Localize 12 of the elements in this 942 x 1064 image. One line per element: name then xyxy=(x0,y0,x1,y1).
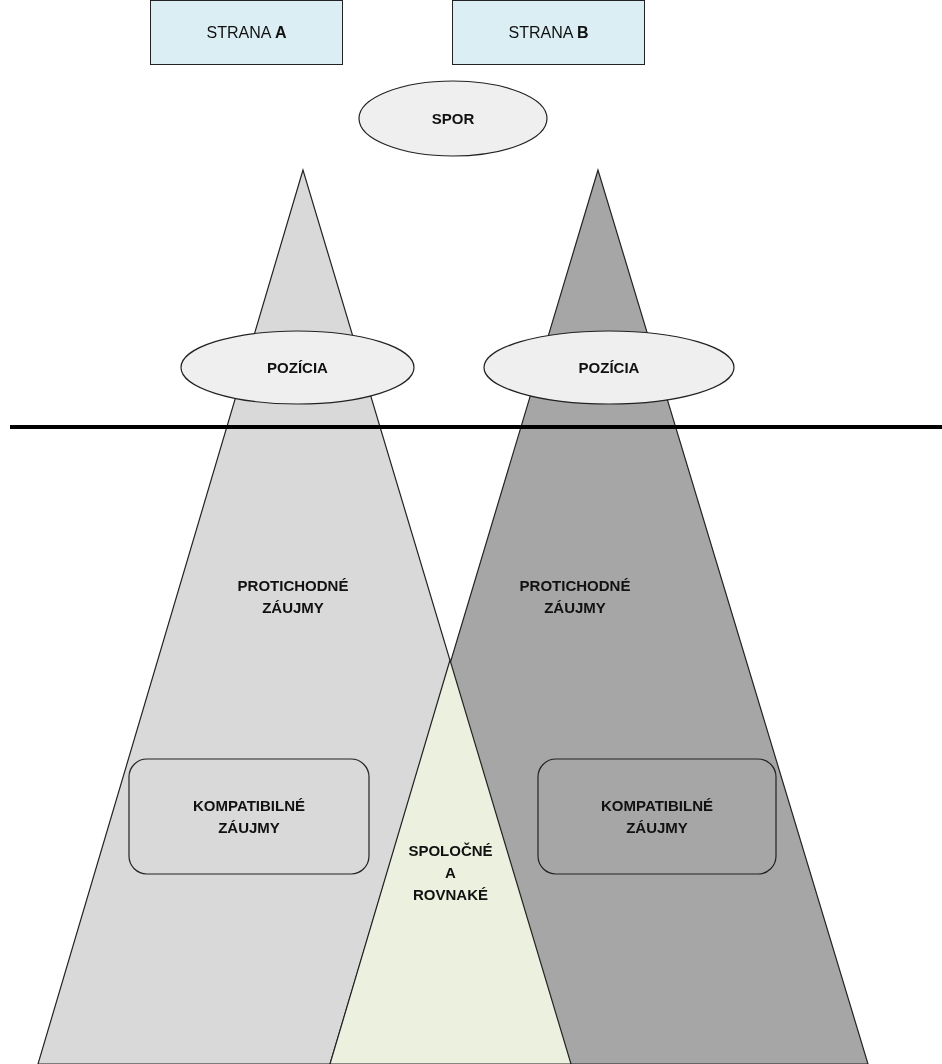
position-label: POZÍCIA xyxy=(266,357,329,378)
common-label: SPOLOČNÉ A ROVNAKÉ xyxy=(408,841,493,905)
party-box xyxy=(452,0,645,65)
compatible-label: KOMPATIBILNÉ ZÁUJMY xyxy=(192,795,306,838)
dispute-label: SPOR xyxy=(430,108,476,129)
interest-label: PROTICHODNÉ ZÁUJMY xyxy=(518,576,632,618)
party-label: STRANA B xyxy=(508,23,589,42)
position-label: POZÍCIA xyxy=(577,357,641,378)
interest-label: PROTICHODNÉ ZÁUJMY xyxy=(236,576,350,618)
party-label: STRANA A xyxy=(206,23,287,42)
compatible-label: KOMPATIBILNÉ ZÁUJMY xyxy=(600,795,714,838)
party-box xyxy=(150,0,343,65)
